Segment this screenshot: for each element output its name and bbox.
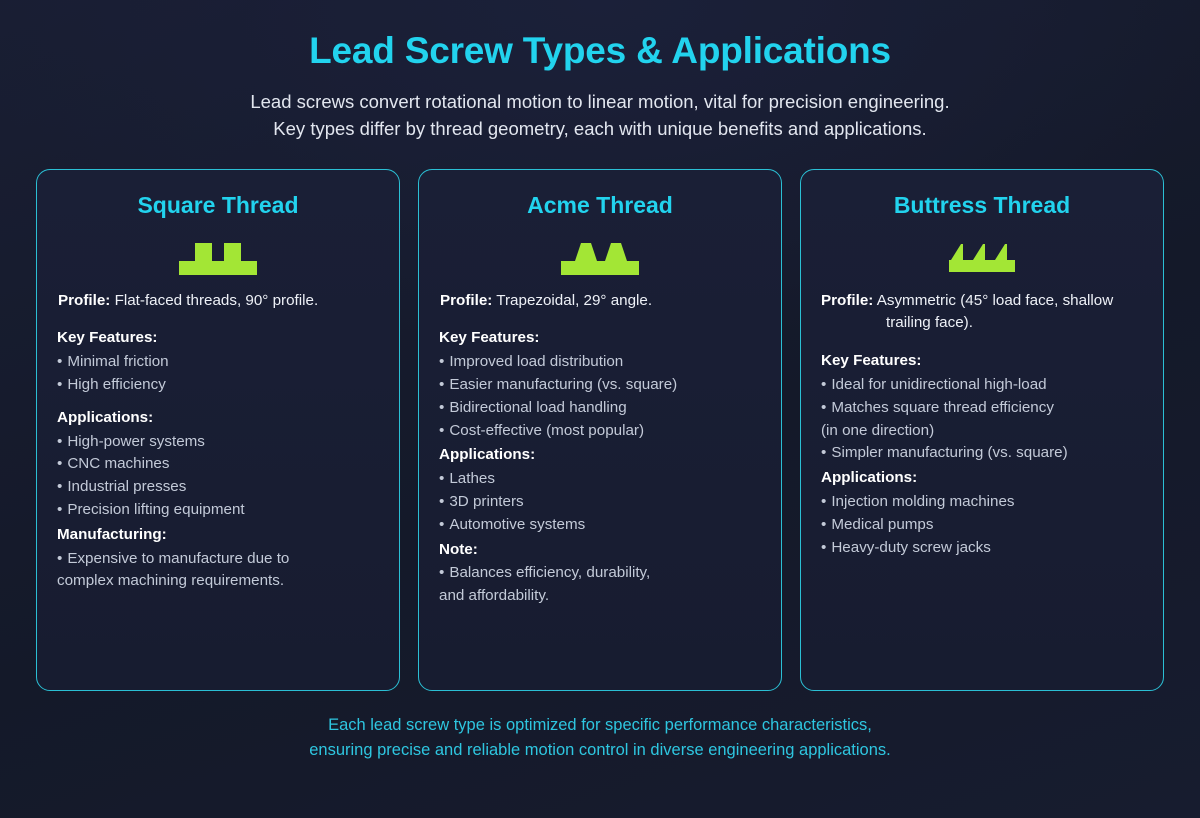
list-item: Industrial presses — [57, 476, 379, 499]
list-item-continuation: and affordability. — [439, 587, 550, 605]
footer-summary: Each lead screw type is optimized for sp… — [309, 713, 891, 763]
list-item: Expensive to manufacture due to — [57, 548, 379, 571]
list-item: Improved load distribution — [439, 351, 761, 374]
square-thread-profile-icon-svg — [179, 242, 257, 275]
section-heading-key-features: Key Features: — [821, 352, 922, 370]
list-note: Balances efficiency, durability, and aff… — [439, 562, 761, 608]
square-thread-profile-icon — [57, 222, 379, 290]
header: Lead Screw Types & Applications Lead scr… — [0, 0, 1200, 142]
list-key-features: Minimal friction High efficiency — [57, 351, 379, 397]
list-item: Lathes — [439, 468, 761, 491]
list-item: Medical pumps — [821, 514, 1143, 537]
list-item: Ideal for unidirectional high-load — [821, 374, 1143, 397]
list-applications: Injection molding machines Medical pumps… — [821, 491, 1143, 559]
list-key-features: Improved load distribution Easier manufa… — [439, 351, 761, 442]
section-heading-key-features: Key Features: — [439, 329, 540, 347]
card-body-buttress-thread: Profile: Asymmetric (45° load face, shal… — [821, 290, 1143, 560]
buttress-thread-profile-icon — [821, 222, 1143, 290]
list-item: High-power systems — [57, 431, 379, 454]
list-item: 3D printers — [439, 491, 761, 514]
profile-text: Asymmetric (45° load face, shallow trail… — [876, 291, 1114, 332]
list-item: High efficiency — [57, 374, 379, 397]
profile-label: Profile: — [821, 291, 874, 309]
list-item: Precision lifting equipment — [57, 499, 379, 522]
footer-line-2: ensuring precise and reliable motion con… — [309, 740, 891, 759]
list-applications: Lathes 3D printers Automotive systems — [439, 468, 761, 536]
list-item: Easier manufacturing (vs. square) — [439, 374, 761, 397]
profile-label: Profile: — [440, 291, 493, 309]
subtitle-line-2: Key types differ by thread geometry, eac… — [273, 117, 927, 139]
list-item: Injection molding machines — [821, 491, 1143, 514]
list-item: Automotive systems — [439, 514, 761, 537]
card-square-thread[interactable]: Square Thread Profile: Flat-faced thread… — [36, 168, 400, 691]
profile-line: Profile: Asymmetric (45° load face, shal… — [821, 290, 1143, 336]
page-subtitle: Lead screws convert rotational motion to… — [0, 89, 1200, 142]
section-heading-manufacturing: Manufacturing: — [57, 525, 167, 543]
card-title-acme-thread: Acme Thread — [527, 191, 673, 218]
section-heading-note: Note: — [439, 540, 478, 558]
list-manufacturing: Expensive to manufacture due to complex … — [57, 548, 379, 594]
section-heading-applications: Applications: — [439, 446, 536, 464]
profile-line: Profile: Flat-faced threads, 90° profile… — [57, 290, 379, 313]
card-title-square-thread: Square Thread — [137, 191, 299, 218]
list-item: Matches square thread efficiency — [821, 397, 1143, 420]
list-item: Heavy-duty screw jacks — [821, 537, 1143, 560]
profile-text: Trapezoidal, 29° angle. — [496, 291, 653, 309]
thread-type-cards: Square Thread Profile: Flat-faced thread… — [36, 168, 1164, 691]
list-item-continuation: complex machining requirements. — [57, 572, 285, 590]
section-heading-applications: Applications: — [821, 469, 918, 487]
list-item: Bidirectional load handling — [439, 397, 761, 420]
acme-thread-profile-icon — [439, 222, 761, 290]
list-item-continuation: (in one direction) — [821, 421, 935, 439]
list-item: Simpler manufacturing (vs. square) — [821, 442, 1143, 465]
buttress-thread-profile-icon-svg — [949, 243, 1015, 272]
list-item: CNC machines — [57, 453, 379, 476]
section-heading-applications: Applications: — [57, 408, 154, 426]
list-item: Minimal friction — [57, 351, 379, 374]
card-title-buttress-thread: Buttress Thread — [893, 191, 1071, 218]
footer-line-1: Each lead screw type is optimized for sp… — [328, 715, 872, 734]
page-title: Lead Screw Types & Applications — [309, 30, 891, 71]
card-body-square-thread: Profile: Flat-faced threads, 90° profile… — [57, 290, 379, 594]
section-heading-key-features: Key Features: — [57, 329, 158, 347]
profile-label: Profile: — [58, 291, 111, 309]
list-item: Balances efficiency, durability, — [439, 562, 761, 585]
profile-text: Flat-faced threads, 90° profile. — [114, 291, 319, 309]
card-acme-thread[interactable]: Acme Thread Profile: Trapezoidal, 29° an… — [418, 168, 782, 691]
card-body-acme-thread: Profile: Trapezoidal, 29° angle. Key Fea… — [439, 290, 761, 608]
card-buttress-thread[interactable]: Buttress Thread Profile: Asymmetric (45°… — [800, 168, 1164, 691]
acme-thread-profile-icon-svg — [561, 242, 639, 275]
list-item: Cost-effective (most popular) — [439, 420, 761, 443]
list-key-features: Ideal for unidirectional high-load Match… — [821, 374, 1143, 465]
list-applications: High-power systems CNC machines Industri… — [57, 431, 379, 522]
profile-line: Profile: Trapezoidal, 29° angle. — [439, 290, 761, 313]
subtitle-line-1: Lead screws convert rotational motion to… — [250, 91, 950, 113]
